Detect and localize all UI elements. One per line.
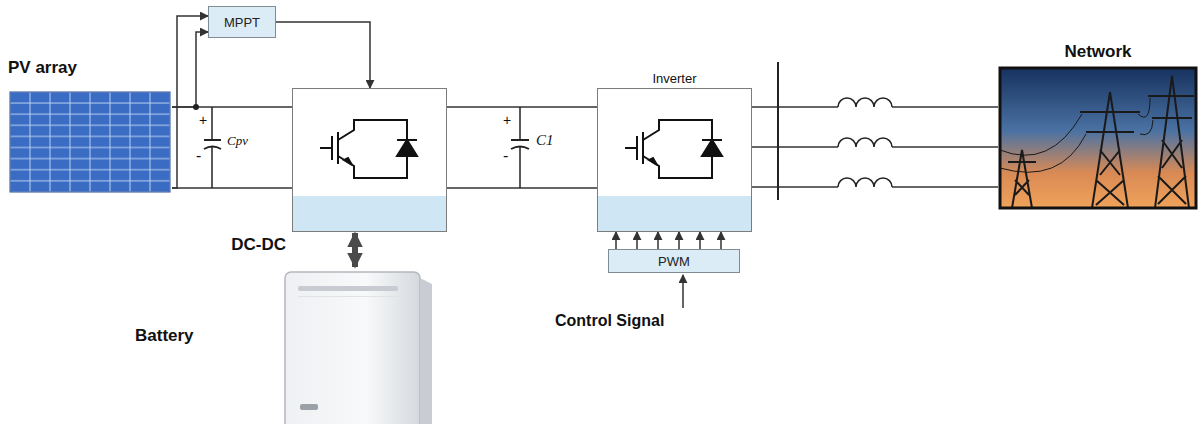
node-label: Inverter [598, 71, 751, 86]
pwm-box: PWM [608, 249, 740, 273]
junction-dot [193, 104, 199, 110]
power-grid-picture [1000, 68, 1196, 208]
signal-arrow [699, 232, 701, 249]
pv-panel [10, 92, 170, 192]
signal-arrow [678, 232, 680, 249]
polarity-sign: - [196, 147, 201, 165]
component-label: C1 [536, 132, 554, 149]
signal-arrow [172, 32, 208, 107]
signal-arrow [720, 232, 722, 249]
dc-dc-converter: DC-DC [292, 88, 447, 232]
pv-array: PV array [8, 58, 172, 194]
capacitor-symbol [511, 107, 529, 188]
signal-arrow [636, 232, 638, 249]
signal-arrow [615, 232, 617, 249]
signal-arrow [657, 232, 659, 249]
node-label: Network [998, 42, 1198, 62]
wire [447, 187, 597, 189]
inverter-band [597, 196, 752, 232]
inverter-box: Inverter [597, 88, 752, 232]
wire [447, 106, 597, 108]
inverter-fill [597, 88, 752, 232]
bus-bar [777, 62, 779, 200]
power-flow-arrow [352, 233, 358, 267]
signal-label: Control Signal [555, 312, 664, 330]
polarity-sign: + [199, 113, 207, 128]
component-label: Cpv [227, 134, 248, 148]
igbt-symbol [625, 120, 722, 178]
node-label: PWM [658, 254, 690, 269]
node-label: Battery [135, 326, 194, 346]
converter-band [292, 196, 447, 232]
control-arrow [682, 275, 684, 308]
polarity-sign: - [503, 147, 508, 165]
signal-arrow [276, 22, 370, 88]
node-label: PV array [8, 58, 77, 78]
wire [172, 187, 292, 189]
mppt-box: MPPT [208, 6, 276, 38]
node-label: MPPT [224, 15, 260, 30]
network: Network [998, 42, 1198, 210]
converter-fill [292, 88, 447, 232]
wire [172, 106, 292, 108]
node-label: DC-DC [231, 235, 286, 255]
battery-picture [285, 272, 432, 424]
igbt-symbol [320, 120, 417, 178]
signal-arrow [172, 16, 208, 188]
inductor-symbol [838, 98, 892, 189]
polarity-sign: + [503, 113, 511, 128]
battery: Battery [130, 268, 430, 424]
